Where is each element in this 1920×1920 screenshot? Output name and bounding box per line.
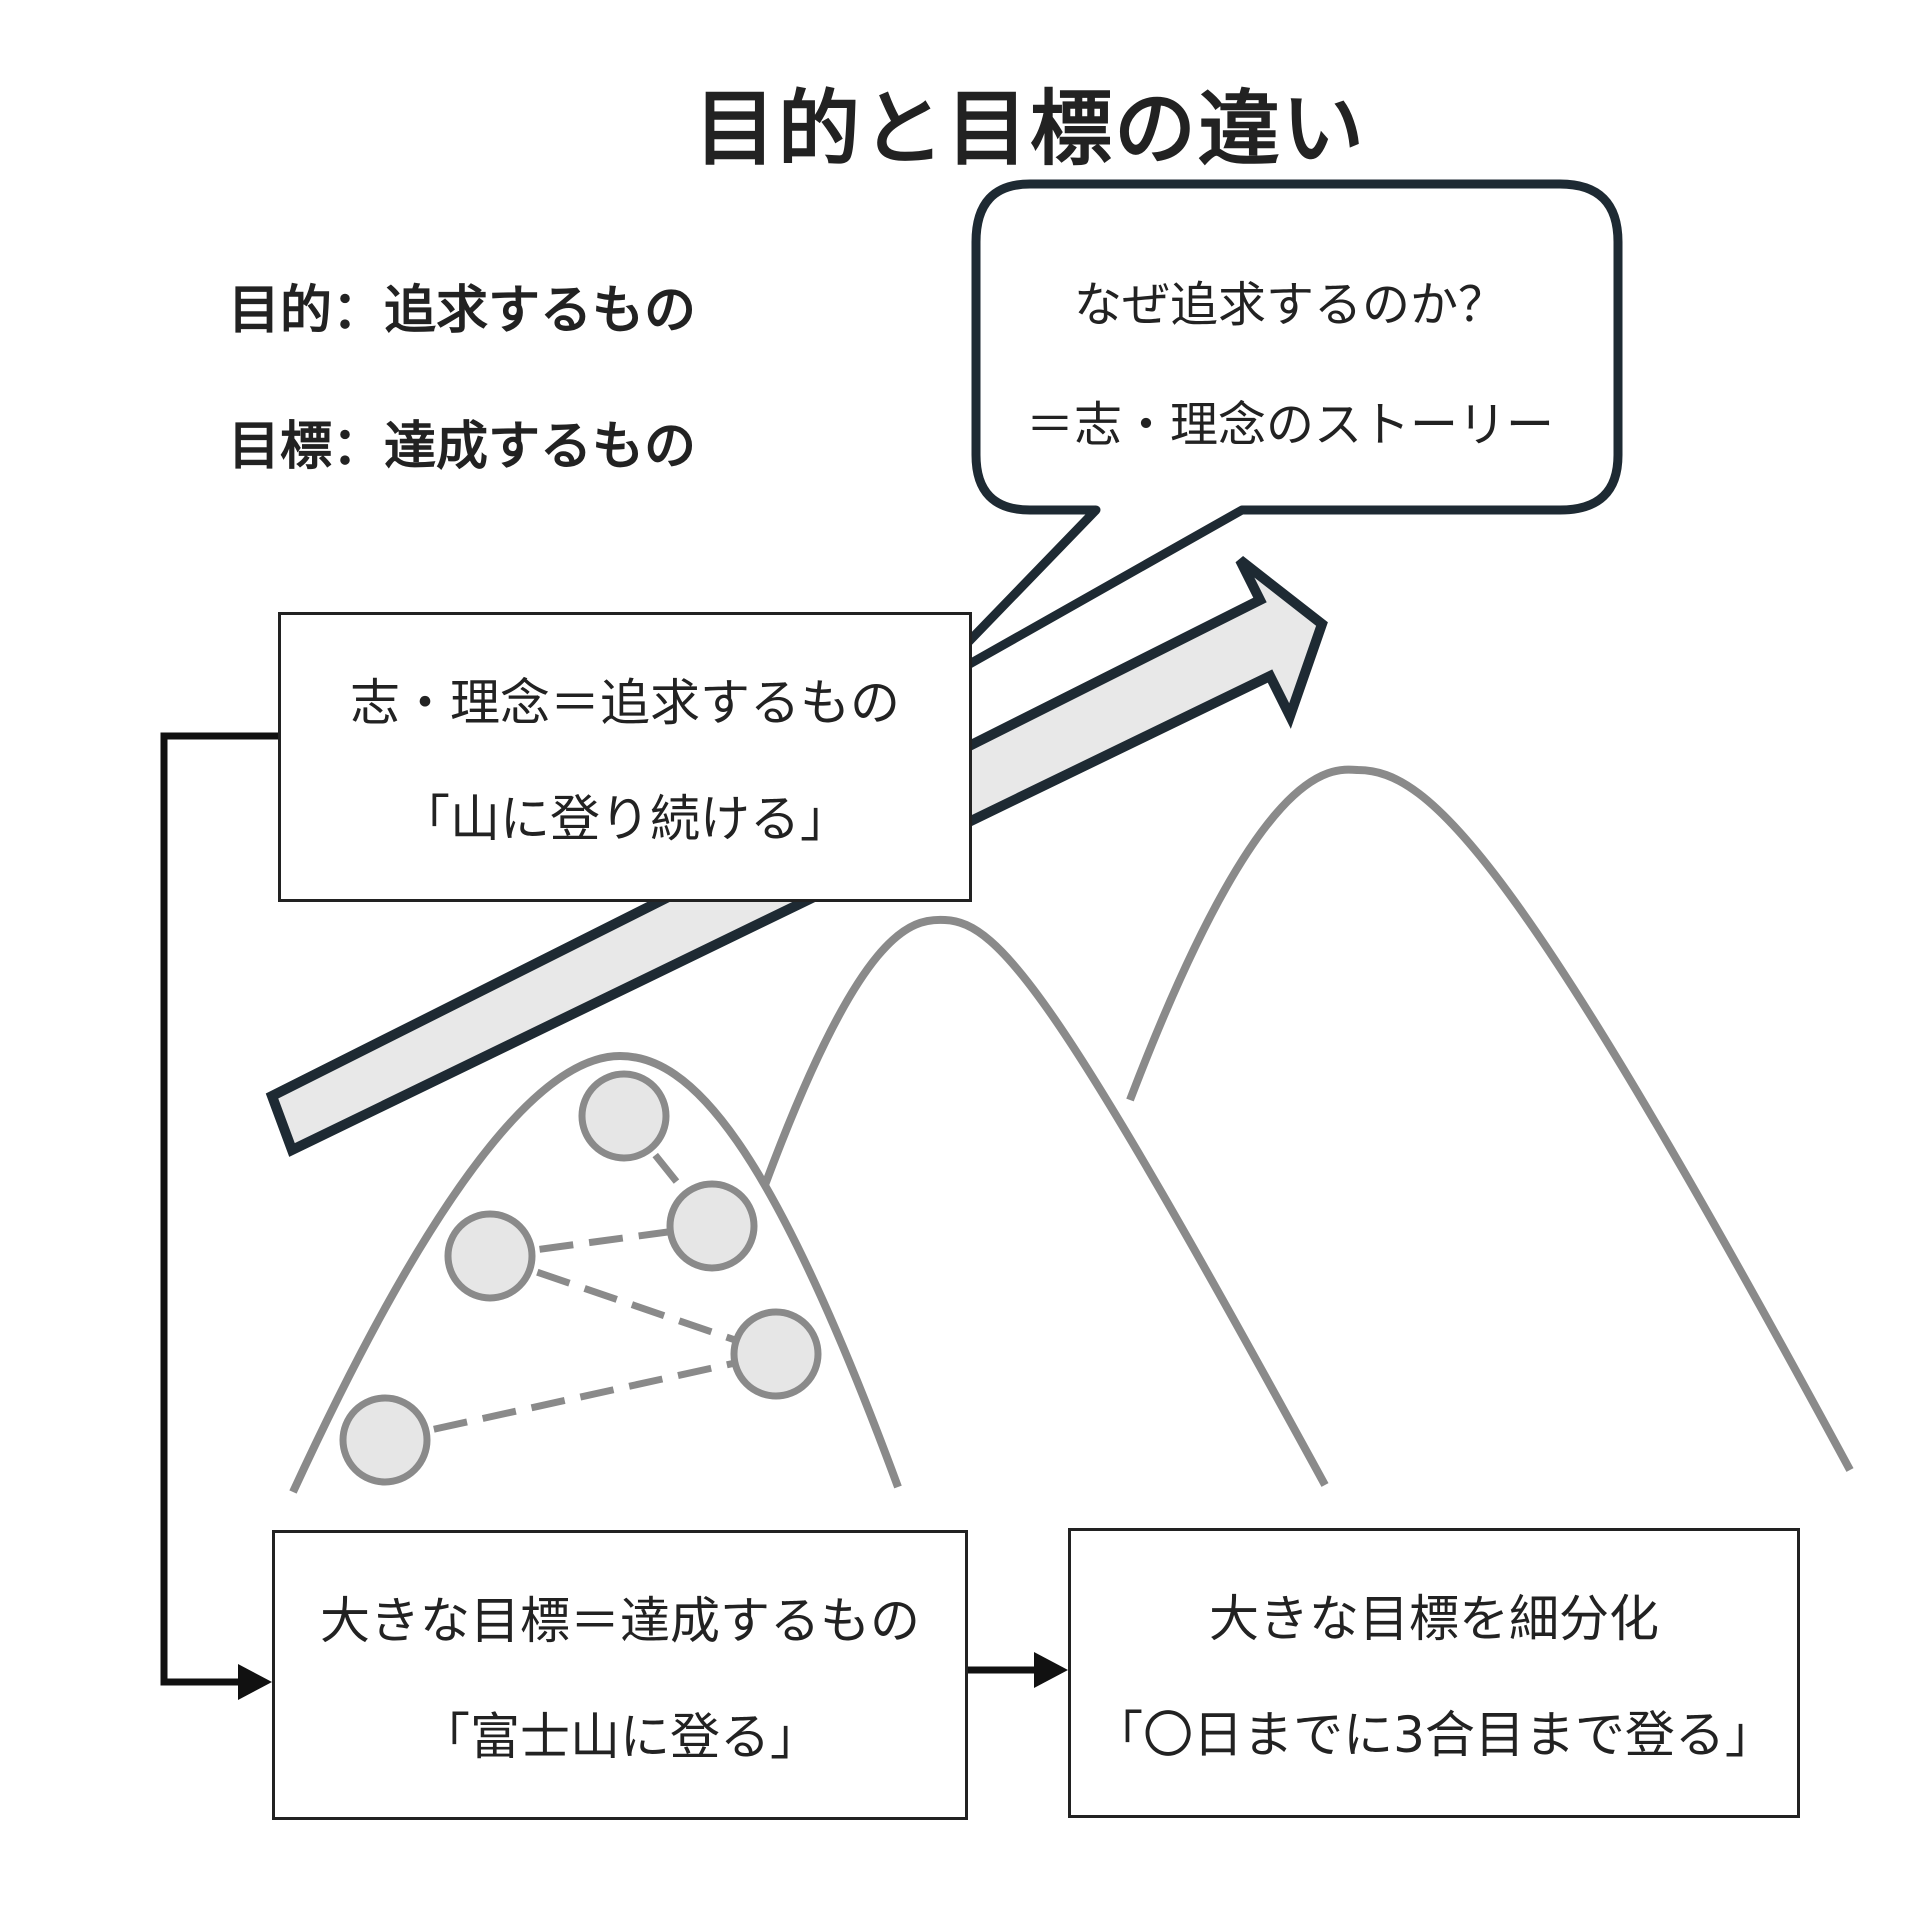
connector-arrowhead	[1034, 1652, 1068, 1688]
milestone-node	[730, 1308, 822, 1400]
definition-goal: 目標：達成するもの	[228, 417, 697, 477]
mountain-middle	[761, 915, 1329, 1487]
mountain-left	[289, 1051, 902, 1494]
speech-bubble	[915, 179, 1623, 697]
milestone-link	[489, 1222, 713, 1260]
purpose-box-example: 「山に登り続ける」	[400, 790, 850, 848]
breakdown-box-example: 「〇日までに3合目まで登る」	[1093, 1706, 1775, 1764]
milestone-node	[578, 1070, 670, 1162]
mountain-right	[1126, 765, 1854, 1472]
purpose-box-heading: 志・理念＝追求するもの	[350, 674, 900, 732]
breakdown-box: 大きな目標を細分化 「〇日までに3合目まで登る」	[1068, 1528, 1800, 1818]
breakdown-box-heading: 大きな目標を細分化	[1209, 1590, 1659, 1648]
milestone-node	[339, 1394, 431, 1486]
speech-bubble-line: ＝志・理念のストーリー	[1025, 397, 1554, 453]
goal-box: 大きな目標＝達成するもの 「富士山に登る」	[272, 1530, 968, 1820]
milestone-link	[384, 1350, 777, 1444]
milestone-nodes	[339, 1070, 822, 1486]
definition-purpose: 目的：追求するもの	[228, 281, 697, 341]
connector-arrowhead	[238, 1664, 272, 1700]
goal-box-example: 「富士山に登る」	[420, 1708, 820, 1766]
milestone-node	[444, 1210, 536, 1302]
milestone-link	[488, 1252, 778, 1358]
milestone-links	[384, 1113, 778, 1444]
connector-purpose-to-goal	[160, 732, 278, 1686]
goal-box-heading: 大きな目標＝達成するもの	[320, 1592, 920, 1650]
milestone-node	[666, 1180, 758, 1272]
page-title: 目的と目標の違い	[693, 82, 1366, 177]
speech-bubble-text: なぜ追求するのか？ ＝志・理念のストーリー	[980, 240, 1600, 480]
speech-bubble-line: なぜ追求するのか？	[1073, 277, 1506, 333]
purpose-box: 志・理念＝追求するもの 「山に登り続ける」	[278, 612, 972, 902]
